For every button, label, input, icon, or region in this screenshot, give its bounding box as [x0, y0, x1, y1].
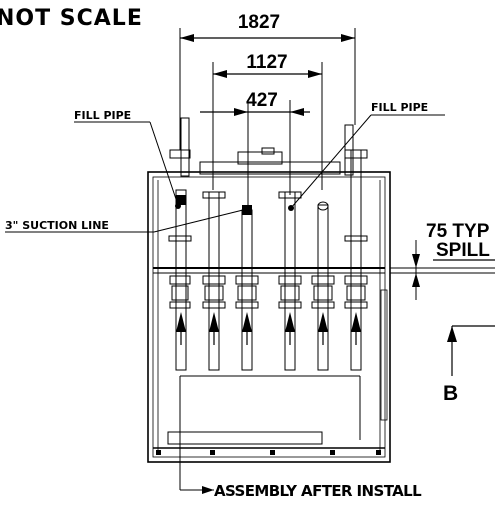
typical-dimension: 75 TYP SPILL: [390, 221, 495, 300]
fill-pipe-left-label: FILL PIPE: [74, 109, 131, 122]
section-marker: B: [443, 325, 495, 405]
dimension-overall-label: 1827: [238, 12, 280, 33]
suction-line-label: 3" SUCTION LINE: [5, 219, 109, 232]
spill-label: SPILL: [436, 240, 490, 261]
section-marker-label: B: [443, 382, 458, 405]
flow-arrows: [176, 312, 361, 345]
dimension-middle-label: 1127: [246, 52, 287, 73]
header-note: NOT SCALE: [0, 6, 143, 31]
pipe-2: [202, 191, 226, 371]
pipe-4: [278, 191, 302, 371]
assembly-note: ASSEMBLY AFTER INSTALL: [179, 440, 423, 500]
fill-pipe-right-label: FILL PIPE: [371, 101, 428, 114]
assembly-note-label: ASSEMBLY AFTER INSTALL: [214, 482, 422, 500]
pipe-5: [311, 201, 335, 371]
dimension-middle: 1127: [212, 52, 323, 190]
pipe-3: [235, 205, 259, 371]
pipe-1: [168, 149, 192, 371]
suction-line-callout: 3" SUCTION LINE: [5, 206, 250, 233]
typical-dimension-label: 75 TYP: [426, 221, 490, 242]
dimension-inner-label: 427: [246, 90, 278, 111]
dimension-overall: 1827: [179, 12, 356, 150]
dimension-inner: 427: [200, 90, 310, 205]
pump-pipes: [168, 149, 368, 371]
pipe-6: [344, 149, 368, 371]
fill-pipe-right-callout: FILL PIPE: [288, 101, 445, 211]
skid-frame: [147, 117, 391, 463]
fill-pipe-left-callout: FILL PIPE: [74, 109, 181, 209]
